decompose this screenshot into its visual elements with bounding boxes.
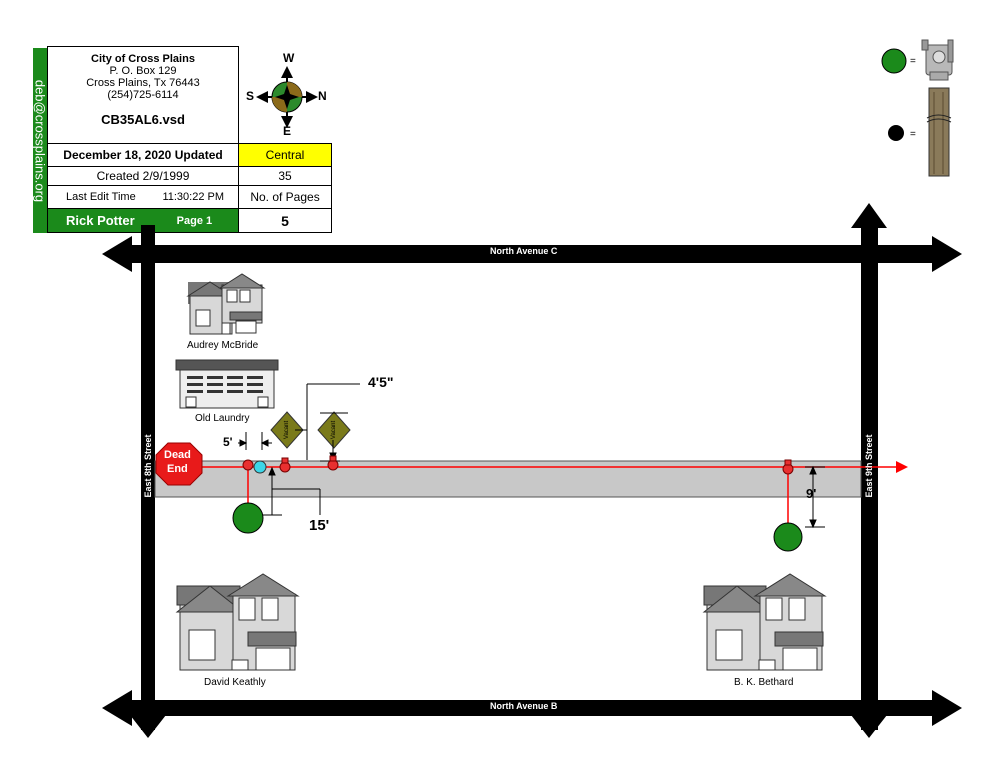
- compass-north: N: [318, 89, 327, 103]
- street-label-bottom: North Avenue B: [490, 701, 558, 711]
- author-name: Rick Potter: [66, 213, 135, 228]
- city-state: Cross Plains, Tx 76443: [86, 77, 200, 89]
- legend: [881, 39, 954, 177]
- label-bk-bethard: B. K. Bethard: [734, 677, 794, 688]
- last-edit-label: Last Edit Time: [66, 191, 136, 203]
- dead-end-sign: [155, 442, 203, 486]
- house-bk-bethard: [702, 573, 827, 671]
- street-east-8th: [130, 225, 166, 738]
- dimension-4ft5in: 4'5": [368, 374, 394, 390]
- street-north-avenue-c: [102, 236, 962, 272]
- street-label-right: East 9th Street: [864, 434, 874, 498]
- house-audrey: [186, 273, 266, 335]
- valve-2: [279, 457, 291, 473]
- vacant-lot-1: [270, 411, 304, 449]
- label-vacant-1: Vacant: [284, 420, 290, 440]
- utility-pole-icon: [926, 87, 952, 177]
- dimension-15ft: 15': [309, 517, 330, 534]
- legend-equals-2: =: [910, 129, 916, 140]
- last-edit-time: 11:30:22 PM: [162, 191, 224, 203]
- street-label-top: North Avenue C: [490, 246, 558, 256]
- dimension-5ft: 5': [223, 435, 233, 449]
- label-old-laundry: Old Laundry: [195, 413, 250, 424]
- street-north-avenue-b: [102, 690, 962, 726]
- gas-meter-2: [773, 522, 803, 552]
- valve-3: [327, 455, 339, 471]
- legend-equals-1: =: [910, 56, 916, 67]
- valve-1: [242, 459, 254, 471]
- label-david-keathly: David Keathly: [204, 677, 266, 688]
- cleanout-cyan: [253, 460, 267, 474]
- label-vacant-2: Vacant: [331, 420, 337, 440]
- org-info-box: City of Cross Plains P. O. Box 129 Cross…: [47, 46, 239, 144]
- dimension-lines: [238, 383, 825, 529]
- compass-west: W: [283, 51, 295, 65]
- compass-south: S: [246, 89, 255, 103]
- street-east-9th: [851, 203, 887, 738]
- po-box: P. O. Box 129: [109, 65, 177, 77]
- compass-east: E: [283, 124, 292, 138]
- street-label-left: East 8th Street: [143, 434, 153, 498]
- vacant-lot-2: [317, 411, 351, 449]
- main-line: [200, 461, 908, 473]
- gas-meter-1: [232, 502, 264, 534]
- house-david-keathly: [175, 573, 300, 671]
- pages-count-cell: 5: [238, 208, 332, 233]
- valve-4: [782, 459, 794, 475]
- file-name: CB35AL6.vsd: [101, 112, 185, 127]
- dead-end-line1: Dead: [164, 449, 191, 461]
- dead-end-line2: End: [167, 463, 188, 475]
- label-audrey-mcbride: Audrey McBride: [187, 340, 259, 351]
- building-old-laundry: [175, 359, 279, 409]
- gas-meter-icon: [921, 39, 954, 81]
- page-number: Page 1: [176, 214, 213, 227]
- compass-rose: [256, 66, 318, 128]
- dimension-9ft: 9': [806, 486, 817, 501]
- email-sidebar: deb@crossplains.org: [33, 48, 48, 233]
- org-name: City of Cross Plains: [91, 53, 195, 65]
- phone: (254)725-6114: [107, 89, 179, 101]
